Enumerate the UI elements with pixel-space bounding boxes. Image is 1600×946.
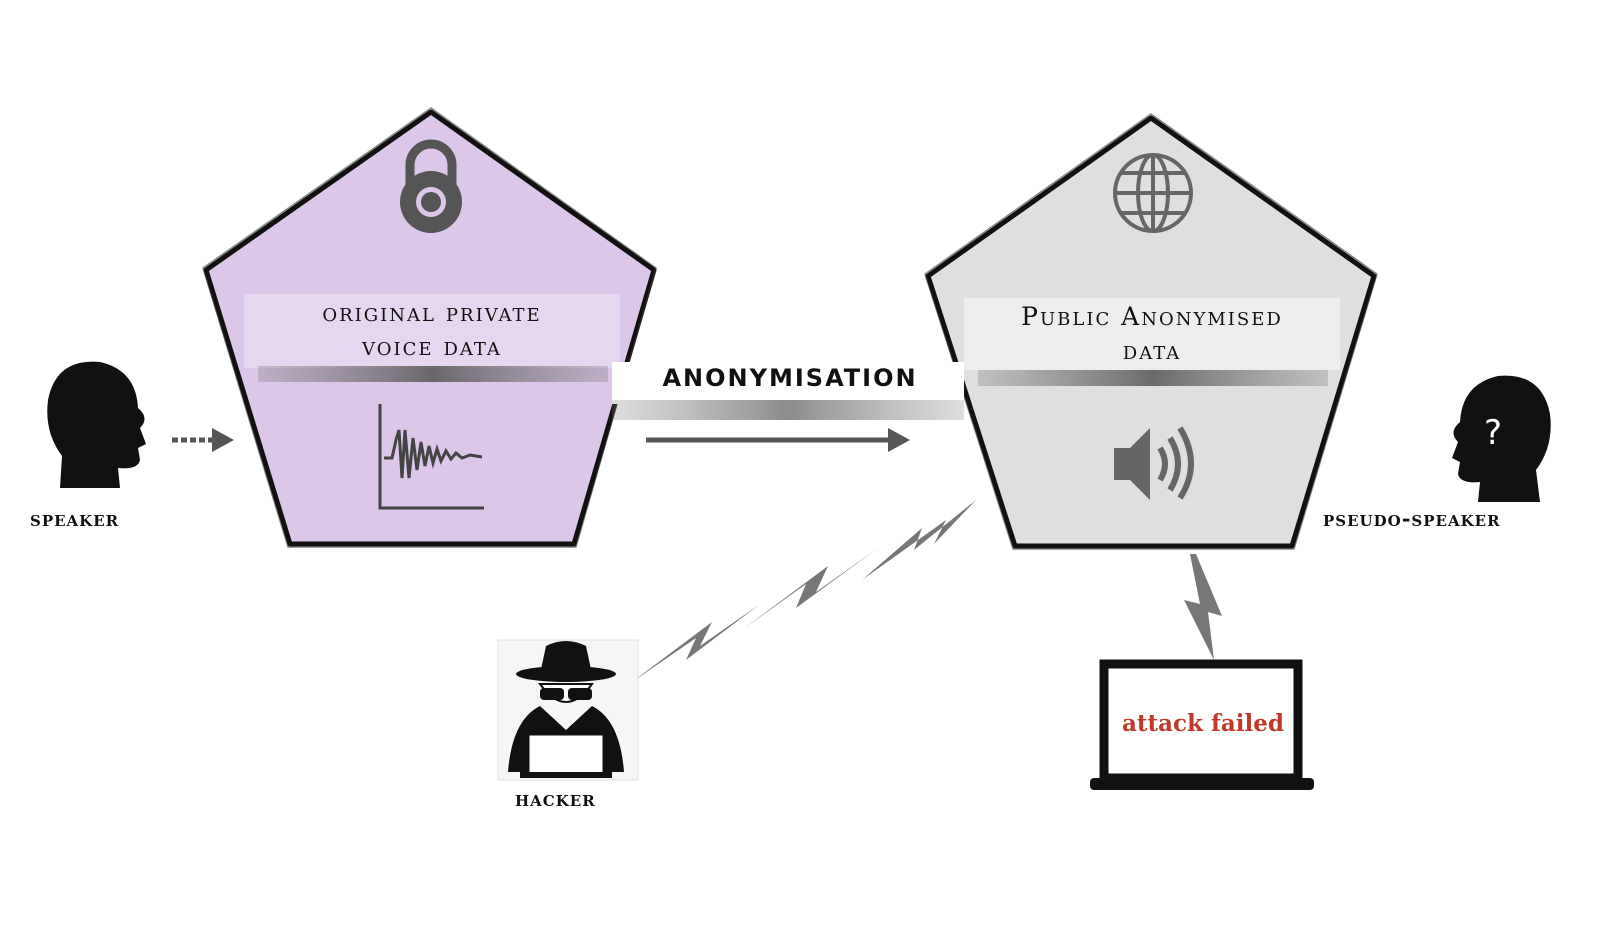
- globe-icon: [1113, 153, 1193, 233]
- waveform-icon: [378, 404, 484, 510]
- lightning-vertical-icon: [1184, 554, 1222, 660]
- lightning-icon: [632, 500, 976, 682]
- private-divider: [258, 366, 608, 382]
- speaker-label: speaker: [30, 506, 120, 531]
- attack-failed-text: attack failed: [1122, 710, 1284, 737]
- private-title-line2: voice data: [362, 332, 502, 361]
- public-title-band: [964, 298, 1340, 370]
- hacker-label: hacker: [515, 786, 596, 811]
- speaker-arrow: [172, 428, 234, 452]
- public-title-line2: data: [1122, 336, 1182, 365]
- anonymisation-smudge: [612, 400, 964, 420]
- anonymisation-band: [612, 362, 964, 404]
- pseudo-speaker-label: pseudo-speaker: [1323, 506, 1501, 531]
- pseudo-speaker-head-icon: ?: [1452, 375, 1551, 502]
- private-title-line1: original private: [322, 298, 542, 327]
- laptop-icon: [1090, 659, 1314, 790]
- private-box-title: original private voice data: [246, 296, 618, 364]
- question-mark: ?: [1484, 413, 1502, 453]
- public-box-title: Public Anonymised data: [966, 300, 1338, 368]
- head-icon: [47, 361, 146, 488]
- anonymisation-arrow: [646, 428, 910, 452]
- private-title-band: [244, 294, 620, 368]
- lock-icon: [400, 139, 462, 233]
- public-title-line1: Public Anonymised: [1021, 302, 1283, 331]
- public-divider: [978, 370, 1328, 386]
- speaker-icon: [1114, 426, 1194, 500]
- anonymisation-label: ANONYMISATION: [662, 364, 918, 392]
- hacker-icon: [497, 639, 639, 781]
